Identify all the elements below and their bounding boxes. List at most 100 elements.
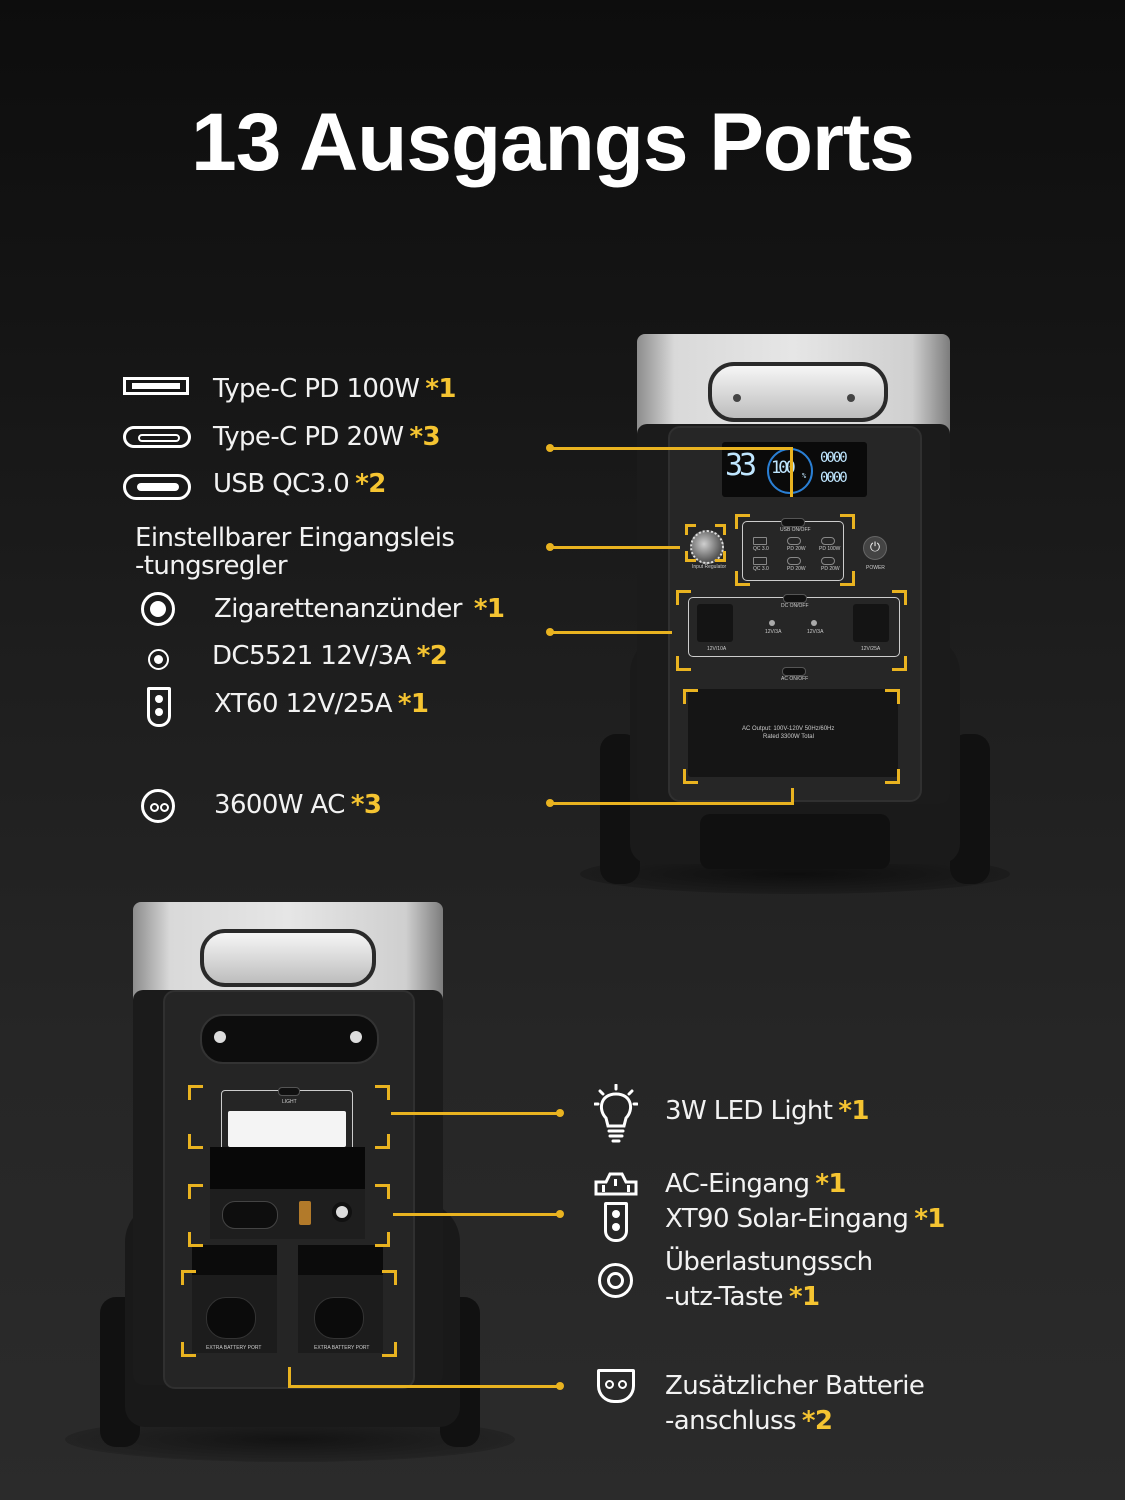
dc-switch[interactable] — [783, 594, 807, 603]
usb-a-port — [753, 537, 767, 545]
callout-line — [550, 546, 680, 549]
xt60-icon — [147, 687, 171, 727]
usb-switch-label: USB ON/OFF — [780, 527, 811, 533]
port-label: QC 3.0 — [753, 546, 769, 552]
overload-button[interactable] — [332, 1202, 352, 1222]
xt90-port — [299, 1201, 311, 1225]
light-label: LIGHT — [282, 1099, 297, 1105]
highlight-corner — [840, 571, 855, 586]
input-regulator-knob[interactable] — [690, 530, 724, 564]
usb-c-port — [821, 537, 835, 545]
callout-dot — [556, 1382, 564, 1390]
port-label: XT60 12V/25A — [214, 689, 392, 719]
port-label: PD 20W — [821, 566, 840, 572]
highlight-corner — [188, 1232, 203, 1247]
port-label: XT90 Solar-Eingang — [665, 1204, 909, 1234]
highlight-corner — [683, 689, 698, 704]
port-quantity: *1 — [425, 374, 456, 404]
port-label: Überlastungssch — [665, 1247, 873, 1277]
display-left-value: 33 — [725, 448, 757, 483]
highlight-corner — [715, 524, 726, 535]
usb-switch[interactable] — [781, 518, 805, 527]
light-bulb-icon — [593, 1083, 639, 1146]
port-quantity: *1 — [914, 1204, 945, 1234]
input-panel — [210, 1189, 365, 1239]
xt90-icon — [604, 1202, 628, 1242]
device-front: 33 100 % 0000 0000 Input Regulator USB O… — [580, 334, 1010, 894]
front-port-ac: 3600W AC*3 — [214, 790, 382, 820]
port-quantity: *1 — [397, 689, 429, 719]
front-port-xt60: XT60 12V/25A*1 — [214, 689, 429, 719]
ac-panel-text: AC Output: 100V-120V 50Hz/60Hz — [742, 726, 835, 732]
callout-line — [790, 447, 793, 497]
highlight-corner — [375, 1232, 390, 1247]
callout-line — [391, 1112, 561, 1115]
usb-a-port — [753, 557, 767, 565]
highlight-corner — [188, 1085, 203, 1100]
highlight-corner — [885, 689, 900, 704]
front-port-type-c-100w: Type-C PD 100W*1 — [213, 374, 457, 404]
port-quantity: *1 — [788, 1282, 820, 1312]
highlight-corner — [685, 551, 696, 562]
highlight-corner — [840, 514, 855, 529]
port-label: Type-C PD 100W — [213, 374, 420, 404]
ac-switch[interactable] — [782, 667, 806, 676]
highlight-corner — [735, 514, 750, 529]
usb-c-port — [821, 557, 835, 565]
port-label: -tungsregler — [135, 551, 288, 581]
callout-line — [288, 1385, 561, 1388]
ac-outlet-cover: AC Output: 100V-120V 50Hz/60Hz Rated 330… — [688, 689, 898, 777]
port-label: -utz-Taste — [665, 1282, 784, 1312]
highlight-corner — [885, 769, 900, 784]
light-switch[interactable] — [278, 1087, 300, 1096]
display-battery-percent: 100 — [771, 458, 796, 478]
usb-c-port — [787, 537, 801, 545]
back-port-overload-button: Überlastungssch -utz-Taste*1 — [665, 1245, 873, 1315]
port-label: Einstellbarer Eingangsleis — [135, 523, 455, 553]
lcd-display: 33 100 % 0000 0000 — [722, 442, 867, 497]
highlight-corner — [181, 1342, 196, 1357]
port-label: QC 3.0 — [753, 566, 769, 572]
port-quantity: *3 — [350, 790, 382, 820]
port-label: Type-C PD 20W — [213, 422, 404, 452]
highlight-corner — [892, 656, 907, 671]
knob-label: Input Regulator — [692, 564, 727, 570]
power-button[interactable]: ⏻ — [863, 536, 887, 560]
callout-line — [288, 1367, 291, 1387]
port-label: 3W LED Light — [665, 1096, 833, 1126]
port-label: PD 20W — [787, 546, 806, 552]
power-label: POWER — [866, 565, 885, 571]
highlight-corner — [676, 590, 691, 605]
callout-line — [791, 788, 794, 804]
front-port-car-socket: Zigarettenanzünder*1 — [214, 594, 505, 624]
ac-inlet-port — [222, 1201, 278, 1229]
highlight-corner — [375, 1134, 390, 1149]
callout-line — [550, 631, 672, 634]
ac-panel-text: Rated 3300W Total — [763, 734, 814, 740]
extra-battery-port-left: EXTRA BATTERY PORT — [192, 1245, 277, 1353]
port-label: DC5521 12V/3A — [212, 641, 411, 671]
battery-port-label: EXTRA BATTERY PORT — [314, 1345, 370, 1351]
callout-line — [550, 447, 792, 450]
battery-port-icon — [597, 1369, 635, 1403]
car-socket-port — [697, 604, 733, 642]
port-quantity: *2 — [801, 1406, 833, 1436]
highlight-corner — [685, 524, 696, 535]
port-quantity: *3 — [409, 422, 440, 452]
callout-line — [550, 802, 794, 805]
port-quantity: *2 — [416, 641, 448, 671]
port-quantity: *2 — [355, 469, 386, 499]
usb-c-port — [787, 557, 801, 565]
port-quantity: *1 — [815, 1169, 846, 1199]
highlight-corner — [676, 656, 691, 671]
page-title: 13 Ausgangs Ports — [191, 97, 915, 188]
highlight-corner — [382, 1342, 397, 1357]
callout-dot — [556, 1210, 564, 1218]
xt60-port — [853, 604, 889, 642]
back-port-extra-battery: Zusätzlicher Batterie-anschluss*2 — [665, 1369, 925, 1439]
highlight-corner — [382, 1270, 397, 1285]
usb-c-thick-icon — [123, 474, 191, 500]
led-light-panel: LIGHT — [221, 1087, 353, 1154]
callout-line — [393, 1213, 561, 1216]
overload-button-icon — [598, 1263, 633, 1298]
